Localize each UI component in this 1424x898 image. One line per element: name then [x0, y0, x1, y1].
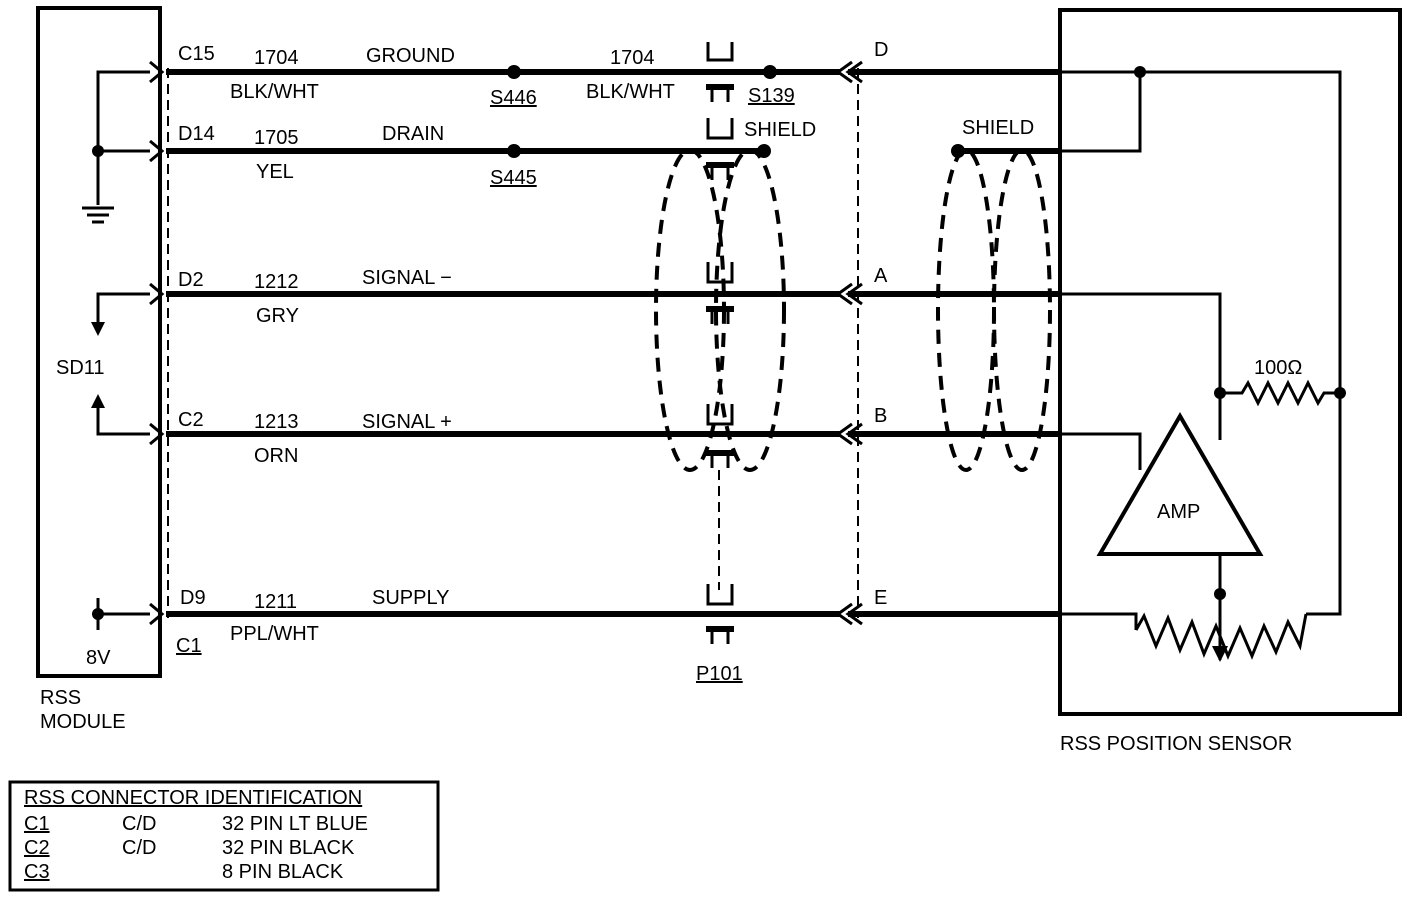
pin-c15: C15 [178, 43, 215, 65]
legend-row-3-desc: 8 PIN BLACK [222, 861, 344, 883]
connector-c1-label: C1 [176, 635, 202, 657]
amp-label: AMP [1157, 501, 1200, 523]
shield-left-inner [714, 148, 786, 472]
pin-d14: D14 [178, 123, 215, 145]
splice-s139-label: S139 [748, 85, 795, 107]
ground-symbol-icon [82, 206, 114, 224]
resistor-100-ohm-label: 100Ω [1254, 357, 1302, 379]
legend-title: RSS CONNECTOR IDENTIFICATION [24, 787, 362, 809]
legend-row-2-id: C2 [24, 837, 50, 859]
circuit-1212: 1212 [254, 271, 299, 293]
legend-row-2-desc: 32 PIN BLACK [222, 837, 355, 859]
arrow-down-icon [91, 322, 105, 336]
function-drain: DRAIN [382, 123, 444, 145]
p101-terminal-drain [706, 118, 734, 180]
amp-output-junction [1214, 588, 1226, 600]
circuit-1211: 1211 [254, 591, 297, 613]
sensor-connector: D A B E [835, 39, 1062, 626]
sd11-signal-plus-lead [96, 405, 150, 436]
rss-module-label-line1: RSS [40, 687, 81, 709]
pin-c2: C2 [178, 409, 204, 431]
rss-module-label-line2: MODULE [40, 711, 126, 733]
color-gry: GRY [256, 305, 299, 327]
shield-left: SHIELD [654, 119, 816, 472]
shield-left-label: SHIELD [744, 119, 816, 141]
module-ground-bus [96, 70, 150, 205]
sensor-pin-d: D [874, 39, 888, 61]
circuit-1704: 1704 [254, 47, 299, 69]
circuit-1705: 1705 [254, 127, 299, 149]
sensor-pin-a: A [874, 265, 888, 287]
shield-right-inner [992, 148, 1052, 472]
sd11-label: SD11 [56, 357, 105, 379]
connector-legend: RSS CONNECTOR IDENTIFICATION C1 C/D 32 P… [8, 780, 440, 892]
sensor-pin-b: B [874, 405, 887, 427]
function-ground: GROUND [366, 45, 455, 67]
shield-right: SHIELD [936, 117, 1052, 472]
splice-s446-label: S446 [490, 87, 537, 109]
potentiometer-icon [1134, 612, 1308, 660]
splice-s445-label: S445 [490, 167, 537, 189]
circuit-labels: C15 1704 BLK/WHT GROUND D14 1705 YEL DRA… [178, 43, 675, 645]
sensor-ground-internal [1062, 70, 1342, 616]
module-connector-c1: C1 [149, 60, 202, 657]
color-blk-wht: BLK/WHT [230, 81, 319, 103]
sensor-supply-internal [1062, 612, 1138, 630]
shield-right-outer [936, 148, 996, 472]
arrow-up-icon [91, 394, 105, 408]
legend-row-2-type: C/D [122, 837, 156, 859]
function-supply: SUPPLY [372, 587, 449, 609]
rss-sensor-label: RSS POSITION SENSOR [1060, 733, 1292, 755]
sd11-signal-minus-lead [96, 292, 150, 325]
amp-triangle-icon [1096, 412, 1264, 556]
color-orn: ORN [254, 445, 298, 467]
splice-s445-dot [507, 144, 521, 158]
shield-left-outer [654, 148, 726, 472]
circuit-1704-right: 1704 [610, 47, 655, 69]
8v-supply-junction [92, 608, 104, 620]
module-ground-junction [92, 145, 104, 157]
legend-row-1-desc: 32 PIN LT BLUE [222, 813, 368, 835]
color-ppl-wht: PPL/WHT [230, 623, 319, 645]
sensor-signal-plus-internal [1062, 432, 1142, 470]
rss-sensor-box [1058, 8, 1402, 716]
color-blk-wht-right: BLK/WHT [586, 81, 675, 103]
pin-d9: D9 [180, 587, 206, 609]
sensor-shield-link [1062, 72, 1142, 153]
function-signal-minus: SIGNAL − [362, 267, 452, 289]
legend-row-1-type: C/D [122, 813, 156, 835]
p101-terminal-signal-minus [706, 262, 734, 324]
shield-right-label: SHIELD [962, 117, 1034, 139]
inline-connector-p101: P101 [696, 42, 743, 685]
p101-terminal-signal-plus [706, 404, 734, 468]
splice-s446-dot [507, 65, 521, 79]
color-yel: YEL [256, 161, 294, 183]
resistor-100-ohm-icon [1220, 379, 1340, 407]
p101-terminal-ground [706, 42, 734, 102]
p101-terminal-supply [706, 584, 734, 644]
rss-module-box [36, 6, 162, 678]
legend-box [8, 780, 440, 892]
function-signal-plus: SIGNAL + [362, 411, 452, 433]
splice-s139-dot [763, 65, 777, 79]
rss-module: RSS MODULE SD11 8V [36, 6, 162, 733]
pin-d2: D2 [178, 269, 204, 291]
sensor-pin-e: E [874, 587, 887, 609]
sensor-signal-minus-internal [1062, 292, 1222, 440]
circuit-1213: 1213 [254, 411, 299, 433]
legend-row-1-id: C1 [24, 813, 50, 835]
rss-position-sensor: RSS POSITION SENSOR 100Ω AMP [1058, 8, 1402, 755]
legend-row-3-id: C3 [24, 861, 50, 883]
8v-label: 8V [86, 647, 111, 669]
wires [166, 69, 840, 617]
connector-p101-label: P101 [696, 663, 743, 685]
